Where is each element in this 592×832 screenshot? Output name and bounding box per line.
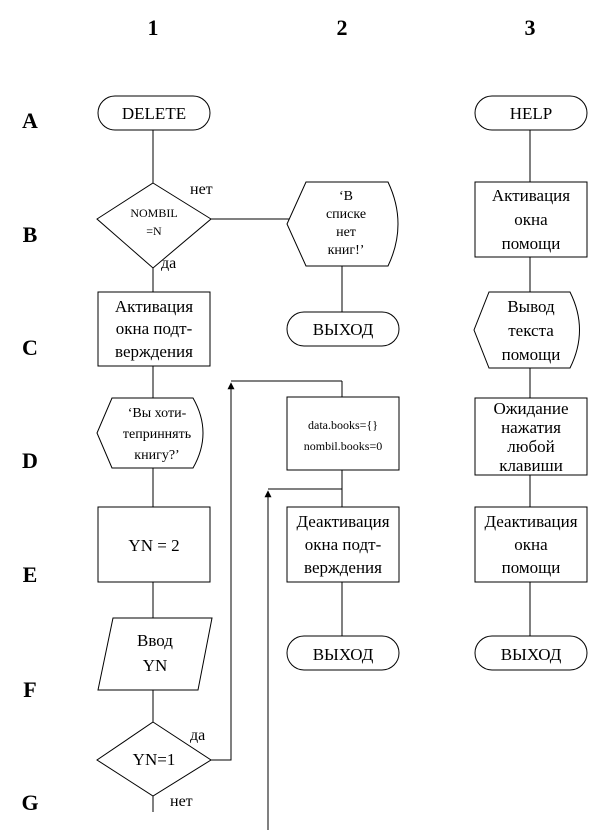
svg-text:Деактивация: Деактивация [484,512,577,531]
yn-yes-label: да [190,727,205,744]
exit-terminator-3: ВЫХОД [474,635,588,671]
svg-text:окна: окна [514,210,548,229]
column-1-connectors [152,130,343,812]
svg-text:списке: списке [326,207,366,222]
yn-no-label: нет [170,793,193,810]
svg-text:Активация: Активация [492,186,570,205]
question-display: ‘Вы хоти- теприннять книгу?’ [96,397,204,469]
svg-text:Вывод: Вывод [507,297,555,316]
wait-key-process: Ожидание нажатия любой клавиши [474,397,588,476]
svg-text:ВЫХОД: ВЫХОД [313,320,374,339]
help-terminator: HELP [474,95,588,131]
svg-text:Ввод: Ввод [137,631,173,650]
deactivate-confirm-process: Деактивация окна подт- верждения [286,506,400,583]
row-header-a: A [22,108,38,133]
svg-text:верждения: верждения [304,558,382,577]
row-header-c: C [22,335,38,360]
svg-text:клавиши: клавиши [499,456,563,475]
activate-help-process: Активация окна помощи [474,181,588,258]
decision-yes-label: да [161,255,176,272]
nombil-decision: NOMBIL =N [96,182,212,269]
svg-text:теприннять: теприннять [123,427,191,442]
svg-text:текста: текста [508,321,554,340]
row-header-g: G [21,790,38,815]
activate-confirm-process: Активация окна подт- верждения [97,291,211,367]
yn-input: Ввод YN [97,617,213,691]
exit-terminator-2: ВЫХОД [286,635,400,671]
svg-text:Ожидание: Ожидание [493,399,568,418]
delete-terminator: DELETE [97,95,211,131]
row-header-f: F [23,677,36,702]
svg-text:nombil.books=0: nombil.books=0 [304,439,382,453]
svg-text:нажатия: нажатия [501,418,561,437]
svg-text:HELP: HELP [510,104,553,123]
svg-text:=N: =N [146,224,162,238]
exit-terminator-1: ВЫХОД [286,311,400,347]
svg-text:окна: окна [514,535,548,554]
svg-text:DELETE: DELETE [122,104,186,123]
svg-text:‘В: ‘В [339,189,353,204]
svg-text:окна подт-: окна подт- [305,535,382,554]
yn-check-decision: YN=1 [96,721,212,797]
svg-text:Деактивация: Деактивация [296,512,389,531]
svg-text:нет: нет [336,225,356,240]
svg-text:ВЫХОД: ВЫХОД [501,645,562,664]
svg-text:‘Вы хоти-: ‘Вы хоти- [128,406,187,421]
svg-text:Активация: Активация [115,297,193,316]
help-text-output: Вывод текста помощи [473,291,580,369]
svg-text:окна подт-: окна подт- [116,319,193,338]
column-header-3: 3 [525,15,536,40]
column-header-2: 2 [337,15,348,40]
reset-books-process: data.books={} nombil.books=0 [286,396,400,471]
svg-text:верждения: верждения [115,342,193,361]
svg-text:любой: любой [507,437,554,456]
svg-text:NOMBIL: NOMBIL [130,206,177,220]
row-header-e: E [23,562,38,587]
column-2-connectors [264,266,343,830]
svg-text:data.books={}: data.books={} [308,418,378,432]
svg-text:YN: YN [143,656,168,675]
svg-text:книг!’: книг!’ [328,243,365,258]
no-books-message: ‘В списке нет книг!’ [286,181,399,267]
svg-text:помощи: помощи [502,234,561,253]
decision-no-label: нет [190,181,213,198]
yn-assign-process: YN = 2 [97,506,211,583]
svg-text:YN=1: YN=1 [133,750,176,769]
row-header-b: B [23,222,38,247]
svg-text:YN = 2: YN = 2 [128,536,179,555]
svg-text:ВЫХОД: ВЫХОД [313,645,374,664]
svg-text:книгу?’: книгу?’ [134,448,179,463]
deactivate-help-process: Деактивация окна помощи [474,506,588,583]
column-header-1: 1 [148,15,159,40]
svg-text:помощи: помощи [502,558,561,577]
row-header-d: D [22,448,38,473]
svg-text:помощи: помощи [502,345,561,364]
